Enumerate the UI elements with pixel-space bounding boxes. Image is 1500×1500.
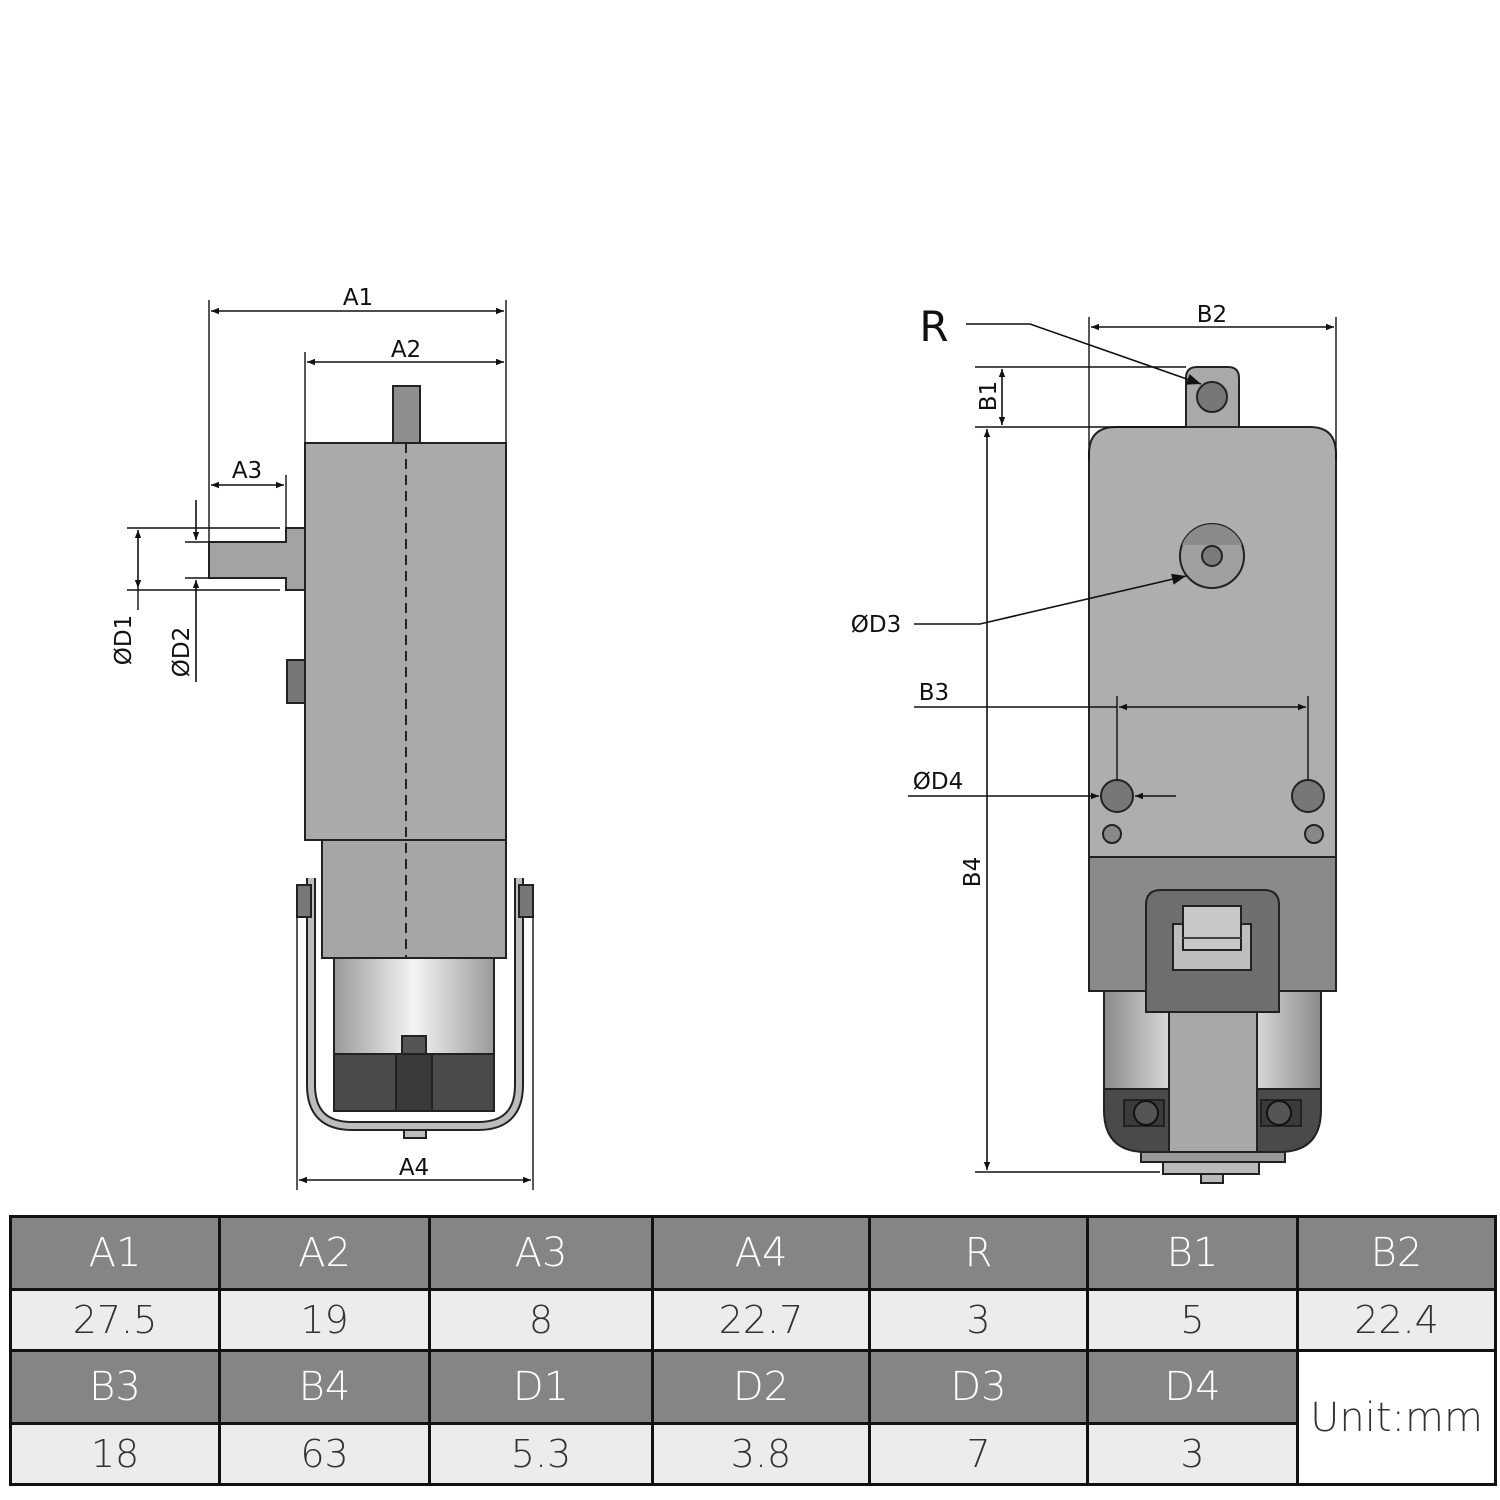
value-cell: 3.8 [651, 1422, 871, 1486]
unit-cell: Unit:mm [1296, 1349, 1497, 1486]
front-view: R B2 B1 B4 ØD3 B3 ØD4 [851, 302, 1337, 1184]
header-cell: A4 [651, 1215, 871, 1291]
value-cell: 8 [428, 1288, 654, 1352]
header-cell: A2 [218, 1215, 431, 1291]
header-cell: A1 [9, 1215, 221, 1291]
label-d4: ØD4 [913, 769, 963, 795]
value-cell: 27.5 [9, 1288, 221, 1352]
header-cell: D1 [428, 1349, 654, 1425]
header-cell: D3 [868, 1349, 1089, 1425]
output-shaft [208, 527, 306, 591]
value-cell: 63 [218, 1422, 431, 1486]
label-a4: A4 [399, 1155, 429, 1181]
value-cell: 18 [9, 1422, 221, 1486]
value-cell: 3 [868, 1288, 1089, 1352]
header-cell: A3 [428, 1215, 654, 1291]
top-shaft [392, 385, 421, 444]
label-b3: B3 [919, 680, 949, 706]
label-r: R [919, 302, 948, 351]
header-cell: B4 [218, 1349, 431, 1425]
motor-collar [321, 839, 507, 959]
value-cell: 5 [1086, 1288, 1299, 1352]
label-d3: ØD3 [851, 612, 901, 638]
table-header-row: B3 B4 D1 D2 D3 D4 Unit:mm [9, 1349, 1497, 1486]
label-a3: A3 [232, 458, 262, 484]
side-tab [286, 659, 306, 704]
label-b4: B4 [960, 857, 986, 887]
value-cell: 22.7 [651, 1288, 871, 1352]
mount-hole-left [1100, 779, 1134, 813]
value-cell: 22.4 [1296, 1288, 1497, 1352]
label-a2: A2 [391, 337, 421, 363]
value-cell: 19 [218, 1288, 431, 1352]
leader-d3 [914, 573, 1187, 625]
spec-table: A1 A2 A3 A4 R B1 B2 27.5 19 8 22.7 3 5 2… [9, 1215, 1497, 1486]
header-cell: B3 [9, 1349, 221, 1425]
leader-r [966, 323, 1202, 385]
header-cell: B1 [1086, 1215, 1299, 1291]
table-value-row: 27.5 19 8 22.7 3 5 22.4 [9, 1288, 1497, 1352]
label-d1: ØD1 [111, 615, 137, 665]
value-cell: 5.3 [428, 1422, 654, 1486]
value-cell: 3 [1086, 1422, 1299, 1486]
header-cell: D2 [651, 1349, 871, 1425]
clip-strap [1168, 1011, 1258, 1153]
table-value-row: 18 63 5.3 3.8 7 3 [9, 1422, 1496, 1486]
label-a1: A1 [343, 285, 373, 311]
technical-drawing: A1 A2 A3 ØD1 ØD2 A4 [111, 285, 1337, 1190]
value-cell: 7 [868, 1422, 1089, 1486]
label-b1: B1 [976, 381, 1002, 411]
header-cell: R [868, 1215, 1089, 1291]
side-view: A1 A2 A3 ØD1 ØD2 A4 [111, 285, 534, 1190]
header-cell: B2 [1296, 1215, 1497, 1291]
table-header-row: A1 A2 A3 A4 R B1 B2 [9, 1215, 1497, 1291]
label-d2: ØD2 [169, 627, 195, 677]
tab-hole [1196, 381, 1228, 413]
label-b2: B2 [1197, 302, 1227, 328]
mount-hole-right [1291, 779, 1325, 813]
header-cell: D4 [1086, 1349, 1299, 1425]
